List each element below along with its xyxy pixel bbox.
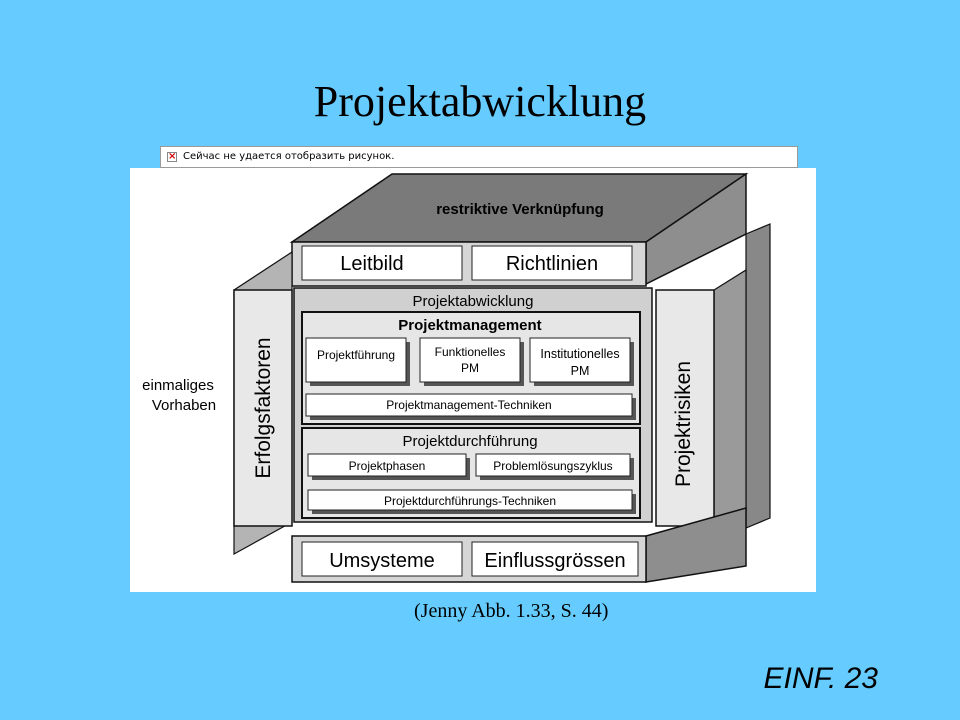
broken-image-icon: × <box>167 151 177 162</box>
funktionelles-label-2: PM <box>461 361 479 375</box>
institutionelles-label-2: PM <box>571 364 590 378</box>
execution-title: Projektdurchführung <box>402 433 537 450</box>
funktionelles-label-1: Funktionelles <box>435 345 506 359</box>
problemloesung-label: Problemlösungszyklus <box>493 459 612 473</box>
problemloesung-box <box>475 453 631 477</box>
pm-techniques-box <box>305 393 633 417</box>
broken-image-placeholder: × Сейчас не удается отобразить рисунок. <box>160 146 798 168</box>
top-face-label: restriktive Verknüpfung <box>436 201 604 218</box>
umsysteme-label: Umsysteme <box>329 550 435 572</box>
richtlinien-label: Richtlinien <box>506 253 598 275</box>
center-title: Projektabwicklung <box>413 293 534 310</box>
projektphasen-label: Projektphasen <box>349 459 426 473</box>
left-note-line-1: einmaliges <box>142 377 214 394</box>
leitbild-label: Leitbild <box>340 253 403 275</box>
umsysteme-box <box>301 541 463 577</box>
left-side-label: Erfolgsfaktoren <box>252 337 275 478</box>
left-note-line-2: Vorhaben <box>152 397 216 414</box>
pd-techniques-box <box>307 489 633 511</box>
leitbild-box <box>301 245 463 281</box>
einflussgroessen-box <box>471 541 639 577</box>
richtlinien-box <box>471 245 633 281</box>
pd-techniques-label: Projektdurchführungs-Techniken <box>384 494 556 508</box>
einflussgroessen-label: Einflussgrössen <box>484 550 625 572</box>
left-panel <box>233 289 293 527</box>
diagram-figure: restriktive Verknüpfung Leitbild Richtli… <box>130 168 816 592</box>
cube-right-face <box>745 223 771 529</box>
right-wall <box>713 268 747 527</box>
figure-caption: (Jenny Abb. 1.33, S. 44) <box>414 600 609 622</box>
project-cube-diagram: restriktive Verknüpfung Leitbild Richtli… <box>142 172 771 583</box>
institutionelles-label-1: Institutionelles <box>540 347 619 361</box>
slide-number: EINF. 23 <box>763 662 878 695</box>
management-title: Projektmanagement <box>398 317 541 334</box>
slide-title: Projektabwicklung <box>313 77 647 126</box>
institutionelles-box <box>529 337 631 383</box>
broken-image-message: Сейчас не удается отобразить рисунок. <box>183 151 395 162</box>
pm-techniques-label: Projektmanagement-Techniken <box>386 398 551 412</box>
right-side-label: Projektrisiken <box>672 361 695 487</box>
projektfuehrung-label: Projektführung <box>317 348 395 362</box>
projektfuehrung-box <box>305 337 407 383</box>
projektphasen-box <box>307 453 467 477</box>
funktionelles-box <box>419 337 521 383</box>
